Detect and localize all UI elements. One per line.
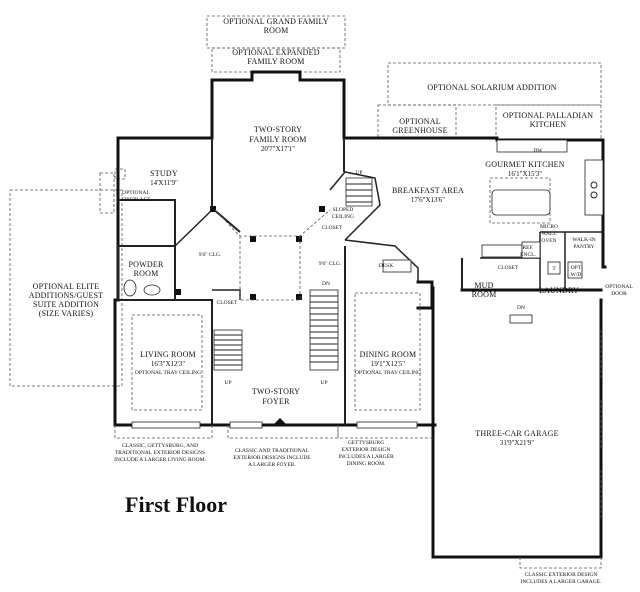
guest-suite-label-1: OPTIONAL ELITE xyxy=(33,282,100,291)
kitchen-fixtures xyxy=(382,139,604,279)
dining-room-label: DINING ROOM xyxy=(360,350,417,359)
ceiling-outlines xyxy=(131,177,551,411)
clg-right-label: 9'6" CLG. xyxy=(319,261,342,267)
garage-doors xyxy=(509,314,602,520)
sloped-ceiling-label-2: CEILING xyxy=(332,214,354,220)
plan-title: First Floor xyxy=(125,492,227,517)
palladian-label-2: KITCHEN xyxy=(530,120,567,129)
palladian-label-1: OPTIONAL PALLADIAN xyxy=(503,111,593,120)
up-right-label: UP xyxy=(320,380,327,386)
sloped-ceiling-label-1: SLOPED xyxy=(333,207,354,213)
fireplace-label-2: FIREPLACE xyxy=(121,197,151,203)
living-room-label: LIVING ROOM xyxy=(140,350,196,359)
desk-label: DESK xyxy=(379,263,393,269)
dining-note-3: INCLUDES A LARGER xyxy=(338,454,394,460)
guest-suite-label-4: (SIZE VARIES) xyxy=(39,309,94,318)
pantry-label-1: WALK-IN xyxy=(572,237,596,243)
living-note-1: CLASSIC, GETTYSBURG, AND xyxy=(122,443,198,449)
pantry-label-2: PANTRY xyxy=(573,244,594,250)
solarium-label: OPTIONAL SOLARIUM ADDITION xyxy=(427,83,556,92)
stairs xyxy=(213,177,373,371)
expanded-family-label-1: OPTIONAL EXPANDED xyxy=(232,48,319,57)
closet-mud-label: CLOSET xyxy=(498,265,519,271)
grand-family-label-2: ROOM xyxy=(264,26,289,35)
foyer-note-1: CLASSIC AND TRADITIONAL xyxy=(235,448,310,454)
dn-garage-label: DN xyxy=(517,305,525,311)
dining-note-2: EXTERIOR DESIGN xyxy=(342,447,391,453)
kitchen-label: GOURMET KITCHEN xyxy=(485,160,565,169)
up-left-label: UP xyxy=(224,380,231,386)
family-room-label-2: FAMILY ROOM xyxy=(249,135,306,144)
family-room-dim: 20'7"X17'1" xyxy=(261,145,295,153)
dining-tray-label: OPTIONAL TRAY CEILING xyxy=(355,370,421,376)
garage-dim: 31'9"X21'9" xyxy=(500,439,534,447)
foyer-note-3: A LARGER FOYER. xyxy=(248,462,296,468)
greenhouse-label-1: OPTIONAL xyxy=(399,117,441,126)
foyer-note-2: EXTERIOR DESIGNS INCLUDE xyxy=(233,455,311,461)
family-room-label-1: TWO-STORY xyxy=(254,125,302,134)
optional-door-label-1: OPTIONAL xyxy=(605,284,633,290)
foyer-label-2: FOYER xyxy=(262,397,290,406)
laundry-label: LAUNDRY xyxy=(539,286,579,295)
dw-label: DW xyxy=(533,148,543,154)
powder-label-2: ROOM xyxy=(134,269,159,278)
micro-label-1: MICRO xyxy=(540,224,558,230)
clg-left-label: 9'6" CLG. xyxy=(199,252,222,258)
study-label: STUDY xyxy=(150,169,178,178)
guest-suite-label-2: ADDITIONS/GUEST xyxy=(29,291,104,300)
expanded-family-label-2: FAMILY ROOM xyxy=(247,57,304,66)
dining-note-4: DINING ROOM. xyxy=(347,461,386,467)
mud-room-label-1: MUD xyxy=(474,281,493,290)
optional-door-label-2: DOOR xyxy=(611,291,627,297)
living-room-dim: 16'3"X12'3" xyxy=(151,360,185,368)
opt-wd-label-1: OPT xyxy=(571,265,582,271)
powder-fixtures xyxy=(123,279,161,297)
foyer-label-1: TWO-STORY xyxy=(252,387,300,396)
front-windows xyxy=(131,418,418,429)
garage-note-2: INCLUDES A LARGER GARAGE. xyxy=(521,579,603,585)
opt-wd-label-2: W/D xyxy=(571,272,582,278)
labels: OPTIONAL GRAND FAMILY ROOM OPTIONAL EXPA… xyxy=(29,17,634,585)
garage-note-1: CLASSIC EXTERIOR DESIGN xyxy=(525,572,598,578)
closet-upper-label: CLOSET xyxy=(322,225,343,231)
up-stair-label: UP xyxy=(355,170,362,176)
garage-label: THREE-CAR GARAGE xyxy=(475,429,558,438)
closet-foyer-label: CLOSET xyxy=(217,300,238,306)
interior-walls xyxy=(117,138,603,425)
living-note-2: TRADITIONAL EXTERIOR DESIGNS xyxy=(115,450,205,456)
fireplace-label-1: OPTIONAL xyxy=(122,190,150,196)
greenhouse-label-2: GREENHOUSE xyxy=(392,126,447,135)
micro-label-3: OVEN xyxy=(541,238,556,244)
dn-stair-label: DN xyxy=(322,281,330,287)
ref-label-2: ENCL. xyxy=(520,252,536,258)
breakfast-dim: 17'6"X13'6" xyxy=(411,196,445,204)
kitchen-dim: 16'1"X15'3" xyxy=(508,170,542,178)
guest-suite-label-3: SUITE ADDITION xyxy=(33,300,99,309)
living-note-3: INCLUDE A LARGER LIVING ROOM. xyxy=(114,457,206,463)
dining-room-dim: 19'1"X12'5" xyxy=(371,360,405,368)
micro-label-2: WALL xyxy=(541,231,557,237)
columns xyxy=(175,206,325,300)
ref-label-1: REF. xyxy=(522,245,534,251)
grand-family-label-1: OPTIONAL GRAND FAMILY xyxy=(223,17,329,26)
mud-room-label-2: ROOM xyxy=(472,290,497,299)
study-dim: 14'X11'9" xyxy=(150,179,178,187)
dining-note-1: GETTYSBURG xyxy=(348,440,384,446)
breakfast-label: BREAKFAST AREA xyxy=(392,186,464,195)
t-label: T xyxy=(552,266,556,272)
front-option-outlines xyxy=(114,425,602,569)
powder-label-1: POWDER xyxy=(129,260,164,269)
living-tray-label: OPTIONAL TRAY CEILING xyxy=(135,370,201,376)
